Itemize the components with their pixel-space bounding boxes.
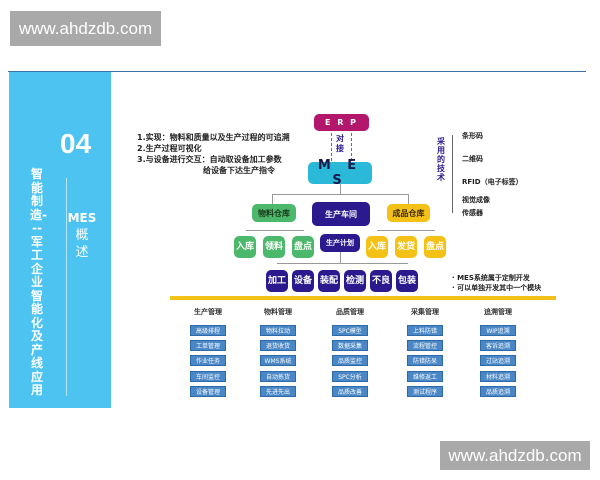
module-item: 高级排程 — [190, 325, 226, 336]
shop-op: 加工 — [266, 270, 288, 292]
tech-bracket — [452, 135, 458, 213]
module-item: 数据采集 — [332, 340, 368, 351]
connector — [377, 230, 435, 231]
module-item: 车间监控 — [190, 371, 226, 382]
arrow-up — [351, 133, 352, 161]
module-item: SPC分析 — [332, 371, 368, 382]
connector — [340, 184, 341, 194]
module-item: 设备管理 — [190, 386, 226, 397]
tech-item: RFID（电子标签） — [462, 178, 523, 186]
sidebar-divider — [66, 178, 67, 396]
tech-label: 采用的技术 — [437, 137, 445, 182]
link-label: 对接 — [336, 134, 344, 153]
note-1: 1.实现：物料和质量以及生产过程的可追溯 — [137, 133, 290, 142]
module-item: 客诉追溯 — [480, 340, 516, 351]
bullet: · 可以单独开发其中一个模块 — [452, 284, 542, 292]
module-column-title: 品质管理 — [336, 308, 364, 316]
module-item: 品质追溯 — [480, 386, 516, 397]
module-column-title: 生产管理 — [194, 308, 222, 316]
module-item: WIP追溯 — [480, 325, 516, 336]
module-item: 维修返工 — [407, 371, 443, 382]
module-item: SPC模型 — [332, 325, 368, 336]
workshop: 生产车间 — [312, 202, 370, 226]
module-item: 测试程序 — [407, 386, 443, 397]
module-column-title: 物料管理 — [264, 308, 292, 316]
production-plan: 生产计划 — [320, 234, 360, 252]
arrow-down — [331, 133, 332, 161]
watermark-bottom: www.ahdzdb.com — [440, 441, 590, 470]
section-title-cn: 概述 — [75, 228, 89, 260]
connector — [246, 230, 304, 231]
module-item: 上料防错 — [407, 325, 443, 336]
module-column-title: 采集管理 — [411, 308, 439, 316]
note-2: 2.生产过程可视化 — [137, 144, 202, 153]
tech-item: 视觉成像 — [462, 196, 490, 204]
bullet: · MES系统属于定制开发 — [452, 274, 530, 282]
module-item: 先进先出 — [260, 386, 296, 397]
material-op: 入库 — [234, 236, 256, 258]
product-op: 盘点 — [424, 236, 446, 258]
section-number: 04 — [60, 128, 92, 159]
vertical-title: 智能制造---军工企业智能化及产线应用 — [30, 167, 47, 397]
connector — [272, 194, 409, 195]
module-item: 材料追溯 — [480, 371, 516, 382]
module-item: WMS系统 — [260, 355, 296, 366]
material-warehouse: 物料仓库 — [252, 204, 296, 222]
sidebar — [9, 72, 111, 408]
tech-item: 传感器 — [462, 209, 483, 217]
section-title-en: MES — [67, 211, 97, 225]
module-item: 作业任务 — [190, 355, 226, 366]
shop-op: 检测 — [344, 270, 366, 292]
watermark-top: www.ahdzdb.com — [10, 11, 161, 46]
divider-bar — [170, 296, 556, 300]
module-item: 自动拣货 — [260, 371, 296, 382]
shop-op: 装配 — [318, 270, 340, 292]
section-title: MES 概述 — [67, 210, 97, 261]
material-op: 领料 — [263, 236, 285, 258]
shop-op: 不良 — [370, 270, 392, 292]
material-op: 盘点 — [292, 236, 314, 258]
module-item: 防错防呆 — [407, 355, 443, 366]
shop-op: 设备 — [292, 270, 314, 292]
connector — [277, 263, 408, 264]
tech-item: 二维码 — [462, 155, 483, 163]
module-item: 工单管理 — [190, 340, 226, 351]
product-op: 发货 — [395, 236, 417, 258]
header-divider — [8, 71, 586, 72]
module-item: 品质监控 — [332, 355, 368, 366]
module-item: 流程管控 — [407, 340, 443, 351]
note-3: 3.与设备进行交互：自动取设备加工参数 — [137, 155, 282, 164]
module-item: 品质改善 — [332, 386, 368, 397]
module-item: 退货收货 — [260, 340, 296, 351]
erp-box: E R P — [314, 114, 369, 131]
connector — [340, 252, 341, 264]
product-warehouse: 成品仓库 — [387, 204, 430, 222]
module-item: 物料拉动 — [260, 325, 296, 336]
product-op: 入库 — [366, 236, 388, 258]
note-4: 给设备下达生产指令 — [203, 166, 275, 175]
shop-op: 包装 — [396, 270, 418, 292]
mes-box: M E S — [308, 158, 372, 188]
connector — [272, 194, 273, 204]
module-column-title: 追溯管理 — [484, 308, 512, 316]
connector — [408, 194, 409, 204]
module-item: 过站追溯 — [480, 355, 516, 366]
tech-item: 条形码 — [462, 132, 483, 140]
